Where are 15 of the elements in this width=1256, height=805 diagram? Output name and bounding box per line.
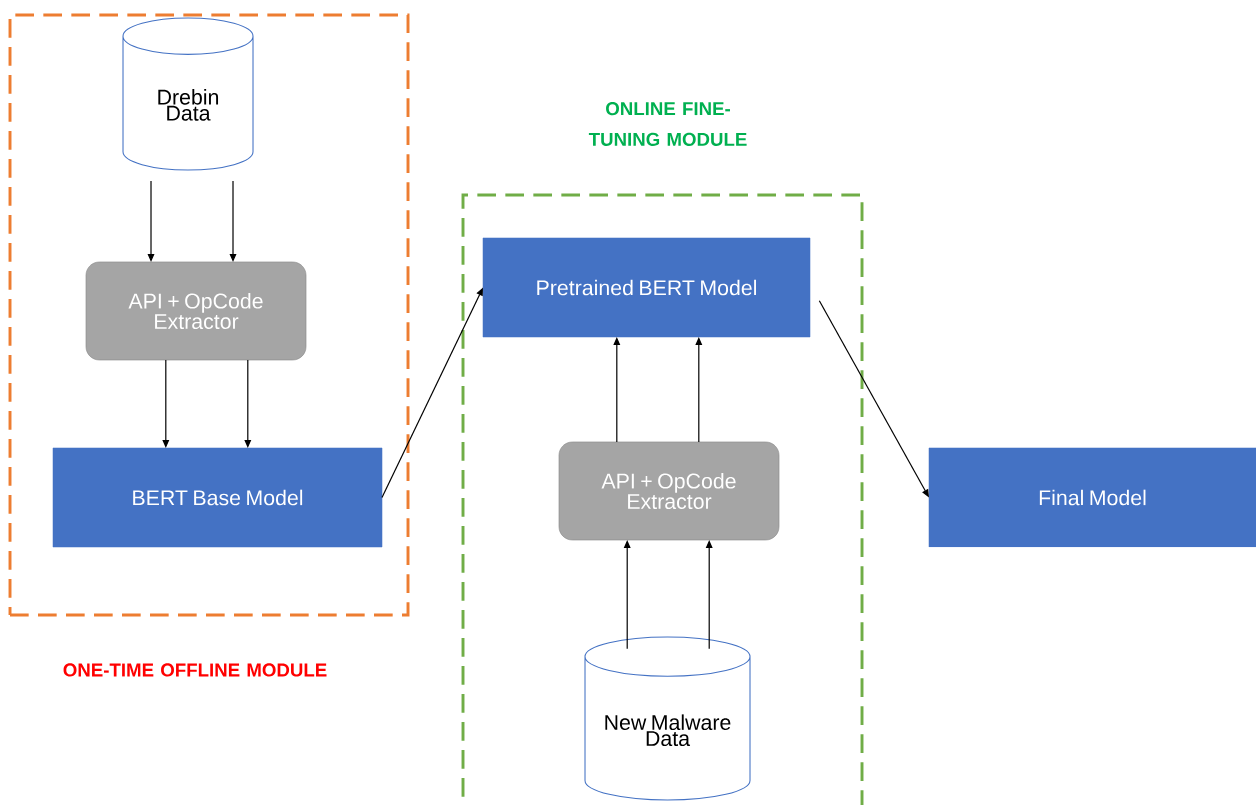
model-box: BERT Base Model: [52, 447, 383, 548]
process-box: API + OpCode Extractor: [558, 441, 780, 541]
arrow: [623, 540, 631, 650]
database-cylinder: Drebin Data: [122, 17, 254, 171]
database-cylinder: New Malware Data: [584, 636, 751, 801]
arrow: [244, 359, 252, 448]
module-heading: ONE-TIME OFFLINE MODULE: [63, 663, 327, 677]
model-box: Pretrained BERT Model: [482, 237, 811, 338]
arrow: [229, 180, 237, 262]
arrow: [705, 540, 713, 650]
process-box: API + OpCode Extractor: [85, 261, 307, 361]
model-box: Final Model: [928, 447, 1256, 548]
arrow: [147, 180, 155, 262]
arrow: [162, 359, 170, 448]
module-heading: ONLINE FINE-TUNING MODULE: [588, 102, 747, 146]
